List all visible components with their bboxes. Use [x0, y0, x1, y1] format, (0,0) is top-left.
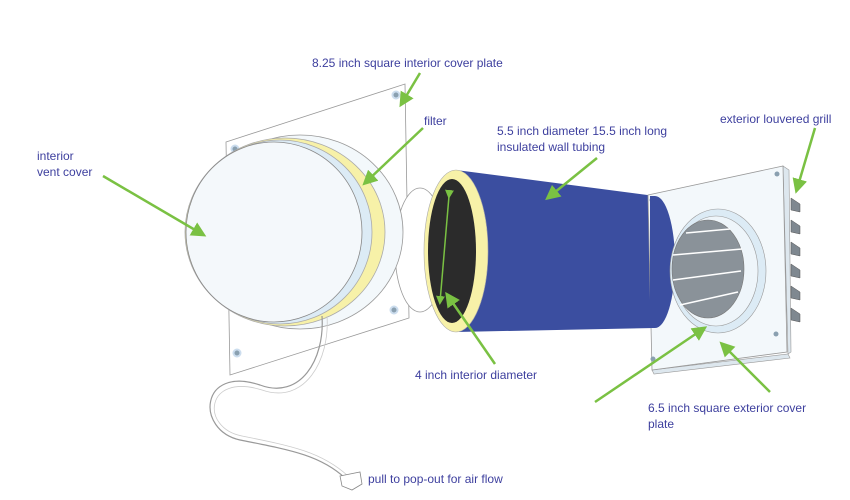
louvered-grill	[790, 197, 801, 323]
label-interior-vent-line2: vent cover	[37, 165, 93, 179]
label-exterior-plate-line1: 6.5 inch square exterior cover	[648, 401, 807, 415]
interior-vent-cover	[185, 141, 363, 323]
arrow-interior-plate	[399, 72, 422, 108]
arrow-exterior-plate-ring	[594, 326, 708, 404]
label-filter: filter	[424, 114, 447, 128]
pull-cord	[209, 315, 346, 479]
label-interior-vent-line1: interior	[37, 149, 74, 163]
label-tubing-line2: insulated wall tubing	[497, 140, 606, 154]
label-interior-diameter: 4 inch interior diameter	[415, 368, 538, 382]
pull-tab	[339, 471, 363, 491]
arrow-vent-cover	[102, 174, 207, 237]
label-exterior-grill: exterior louvered grill	[720, 112, 832, 126]
arrow-filter	[362, 127, 424, 186]
arrow-interior-diameter	[445, 291, 497, 365]
label-tubing-line1: 5.5 inch diameter 15.5 inch long	[497, 124, 668, 138]
arrow-grill	[792, 127, 817, 194]
insulated-wall-tubing	[423, 169, 675, 333]
callout-arrows	[102, 72, 817, 404]
label-exterior-plate-line2: plate	[648, 417, 675, 431]
label-interior-cover-plate: 8.25 inch square interior cover plate	[312, 56, 503, 70]
exterior-cover-plate	[647, 165, 801, 375]
diameter-double-arrow	[436, 189, 454, 305]
arrow-exterior-plate	[719, 341, 771, 393]
label-pull-cord: pull to pop-out for air flow	[368, 472, 503, 486]
arrow-tubing	[545, 157, 598, 201]
